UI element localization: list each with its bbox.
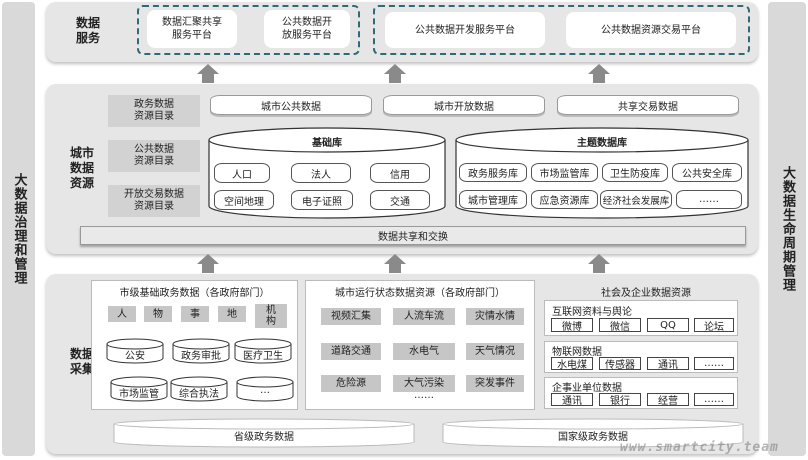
governance-label: 大数据治理和管理 <box>11 173 27 285</box>
services-group-left <box>137 5 360 55</box>
open-platform-box[interactable]: 公共数据开 放服务平台 <box>264 10 350 48</box>
legal-person-item[interactable]: 法人 <box>291 163 351 183</box>
watermark: www.smartcity.team <box>620 440 779 455</box>
qq-item[interactable]: QQ <box>647 318 689 332</box>
weibo-item[interactable]: 微博 <box>551 318 593 333</box>
collection-label: 数据 采集 <box>69 347 94 376</box>
sharing-platform-box[interactable]: 数据汇聚共享 服务平台 <box>147 10 237 48</box>
tag-people[interactable]: 人 <box>108 306 136 322</box>
services-group-right <box>373 5 750 55</box>
geo-item[interactable]: 空间地理 <box>214 190 274 210</box>
trade-platform-box[interactable]: 公共数据资源交易平台 <box>566 12 736 48</box>
video-tag[interactable]: 视频汇集 <box>321 308 381 325</box>
public-catalog[interactable]: 公共数据 资源目录 <box>108 140 200 172</box>
theme-library-cylinder <box>455 127 749 219</box>
utility-meter-item[interactable]: 水电煤 <box>551 357 593 371</box>
epidemic-db[interactable]: 卫生防疫库 <box>602 163 668 182</box>
air-pollution-tag[interactable]: 大气污染 <box>393 375 455 392</box>
market-supervision-db[interactable]: 市场监管库 <box>531 163 598 182</box>
hazard-tag[interactable]: 危险源 <box>321 375 381 392</box>
city-public-data-pill[interactable]: 城市公共数据 <box>210 95 372 115</box>
traffic-flow-tag[interactable]: 人流车流 <box>393 308 455 325</box>
emergency-tag[interactable]: 突发事件 <box>466 375 524 392</box>
lifecycle-label: 大数据生命周期管理 <box>780 166 795 292</box>
iot-more-item: …… <box>694 357 734 370</box>
economy-db[interactable]: 经济社会发展库 <box>600 190 672 209</box>
more-db: …… <box>676 190 742 209</box>
lifecycle-sidebar: 大数据生命周期管理 <box>768 2 806 456</box>
iot-group-title: 物联网数据 <box>552 347 602 358</box>
utilities-tag[interactable]: 水电气 <box>393 343 455 360</box>
road-tag[interactable]: 道路交通 <box>321 343 381 360</box>
resources-label: 城市 数据 资源 <box>69 146 94 190</box>
bank-item[interactable]: 银行 <box>599 393 641 407</box>
enterprise-telecom-item[interactable]: 通讯 <box>551 393 593 407</box>
national-data-label[interactable]: 国家级政务数据 <box>558 432 628 443</box>
police-item[interactable]: 公安 <box>125 351 145 362</box>
data-services-label: 数据 服务 <box>75 16 100 45</box>
population-item[interactable]: 人口 <box>214 163 270 183</box>
city-management-db[interactable]: 城市管理库 <box>459 190 527 209</box>
sensor-item[interactable]: 传感器 <box>599 357 641 371</box>
market-item[interactable]: 市场监管 <box>119 389 159 400</box>
shared-trade-data-pill[interactable]: 共享交易数据 <box>557 95 739 115</box>
forum-item[interactable]: 论坛 <box>694 318 734 333</box>
social-data-title: 社会及企业数据资源 <box>601 288 691 299</box>
col2-ellipsis: …… <box>414 390 434 401</box>
tag-institutions[interactable]: 机 构 <box>255 304 287 328</box>
approval-item[interactable]: 政务审批 <box>181 351 221 362</box>
internet-group-title: 互联网资料与舆论 <box>552 307 632 318</box>
enterprise-more-item: …… <box>694 393 734 406</box>
provincial-data-label[interactable]: 省级政务数据 <box>234 432 294 443</box>
municipal-cylinders <box>106 338 294 402</box>
emergency-db[interactable]: 应急资源库 <box>531 190 598 209</box>
credit-item[interactable]: 信用 <box>370 163 430 183</box>
tag-places[interactable]: 地 <box>218 306 246 322</box>
city-operation-data-title: 城市运行状态数据资源（各政府部门） <box>335 288 505 299</box>
gov-catalog[interactable]: 政务数据 资源目录 <box>108 95 200 127</box>
disaster-tag[interactable]: 灾情水情 <box>466 308 524 325</box>
wechat-item[interactable]: 微信 <box>599 318 641 333</box>
telecom-item[interactable]: 通讯 <box>647 357 689 371</box>
operation-item[interactable]: 经营 <box>647 393 689 407</box>
more-item: … <box>260 385 270 396</box>
tag-events[interactable]: 事 <box>181 306 209 322</box>
enforcement-item[interactable]: 综合执法 <box>179 389 219 400</box>
dev-platform-box[interactable]: 公共数据开发服务平台 <box>385 12 545 48</box>
tag-objects[interactable]: 物 <box>144 306 172 322</box>
trade-catalog[interactable]: 开放交易数据 资源目录 <box>108 185 200 217</box>
weather-tag[interactable]: 天气情况 <box>466 343 524 360</box>
gov-service-db[interactable]: 政务服务库 <box>459 163 527 182</box>
municipal-gov-data-title: 市级基础政务数据（各政府部门） <box>119 288 270 299</box>
theme-library-title: 主题数据库 <box>577 138 627 149</box>
data-exchange-bar[interactable]: 数据共享和交换 <box>80 226 746 245</box>
transport-item[interactable]: 交通 <box>370 190 430 210</box>
public-safety-db[interactable]: 公共安全库 <box>672 163 742 182</box>
city-open-data-pill[interactable]: 城市开放数据 <box>383 95 545 115</box>
e-license-item[interactable]: 电子证照 <box>291 190 353 210</box>
data-governance-sidebar: 大数据治理和管理 <box>2 2 35 456</box>
enterprise-group-title: 企事业单位数据 <box>552 383 622 394</box>
provincial-data-cylinder <box>113 418 415 448</box>
health-item[interactable]: 医疗卫生 <box>243 351 283 362</box>
base-library-title: 基础库 <box>312 138 342 149</box>
national-data-cylinder <box>442 418 744 448</box>
